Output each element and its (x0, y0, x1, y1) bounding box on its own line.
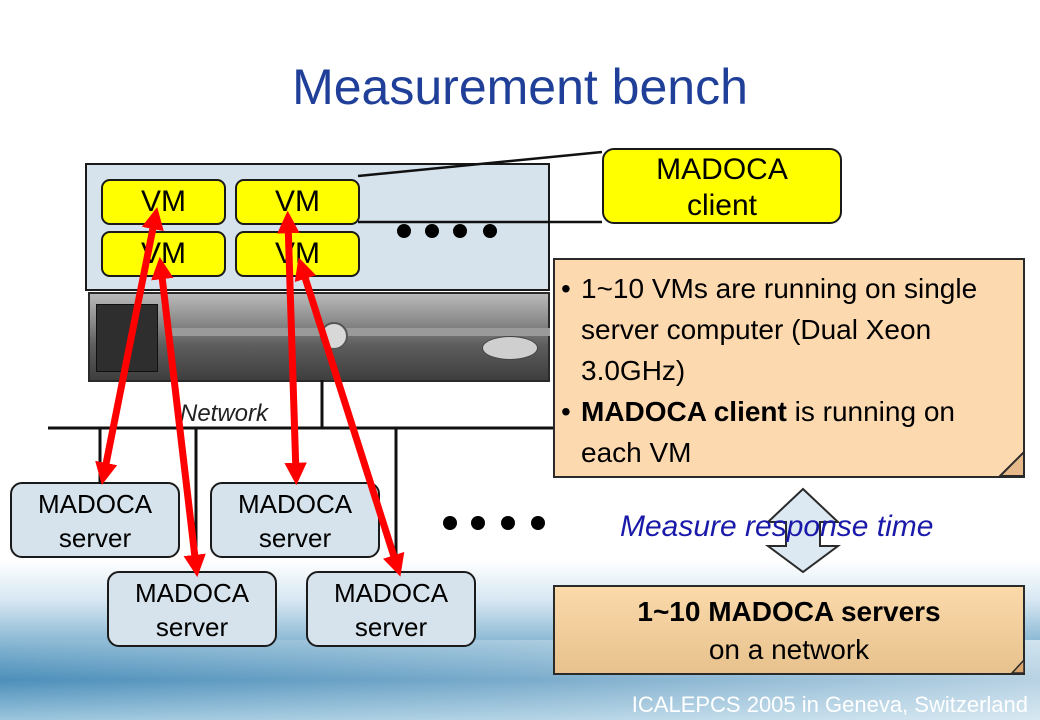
client-line1: MADOCA (656, 153, 788, 186)
note-bullet-2: MADOCA client is running on each VM (561, 391, 1023, 473)
ellipsis-dots-icon (397, 224, 497, 238)
note-bullet-2-bold: MADOCA client (581, 396, 787, 427)
footer-text: ICALEPCS 2005 in Geneva, Switzerland (631, 692, 1028, 717)
client-line2: client (686, 189, 758, 222)
server-3-line2: server (155, 612, 229, 642)
arrow-vm4-server4 (294, 257, 405, 577)
ellipsis-dots-icon (443, 516, 545, 530)
madoca-client-box: MADOCA client (602, 148, 842, 224)
note-fold-corner (997, 449, 1025, 477)
arrow-vm3-server3 (151, 256, 206, 578)
double-headed-arrow-icon (764, 487, 842, 574)
madoca-server-4: MADOCA server (306, 571, 476, 647)
server-1-line1: MADOCA (37, 489, 153, 519)
note-bullet-1: 1~10 VMs are running on single server co… (561, 268, 1023, 391)
server-3-line1: MADOCA (134, 578, 250, 608)
vm-box-1: VM (101, 179, 226, 225)
server-1-line2: server (58, 523, 132, 553)
server-4-line1: MADOCA (333, 578, 449, 608)
callout-line-top (357, 150, 603, 178)
summary-fold-corner (1010, 658, 1025, 674)
info-note: 1~10 VMs are running on single server co… (553, 258, 1025, 478)
server-4-line2: server (354, 612, 428, 642)
measure-label: Measure response time (620, 510, 934, 543)
madoca-server-3: MADOCA server (107, 571, 277, 647)
arrow-vm1-server1 (95, 207, 164, 485)
summary-line2: on a network (708, 634, 870, 665)
summary-line1: 1~10 MADOCA servers (637, 596, 941, 627)
servers-summary-box: 1~10 MADOCA servers on a network (553, 585, 1025, 675)
page-title: Measurement bench (292, 59, 748, 115)
arrow-vm2-server2 (277, 210, 307, 486)
note-bullet-2-rest: is running on each VM (581, 396, 955, 468)
